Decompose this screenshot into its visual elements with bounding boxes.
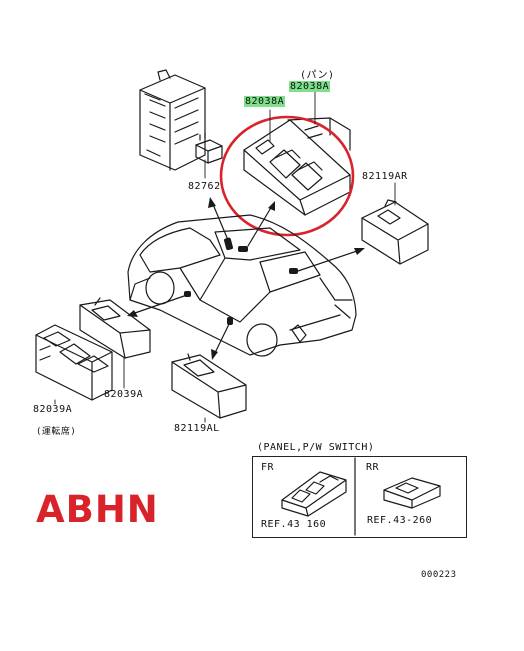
panel-label-fr: FR bbox=[261, 462, 275, 473]
connector-mark-4 bbox=[184, 291, 191, 297]
ref-rr: REF.43-260 bbox=[367, 515, 433, 526]
label-82039a-left: 82039A bbox=[33, 404, 73, 415]
label-82039a-note: (運転席) bbox=[36, 427, 77, 437]
connector-mark-2 bbox=[238, 246, 248, 252]
car-outline bbox=[127, 214, 357, 357]
panel-fr-switch bbox=[281, 471, 347, 517]
ref-fr: REF.43 160 bbox=[261, 519, 327, 530]
label-pan-note: (パン) bbox=[300, 70, 335, 81]
switch-82119al bbox=[171, 353, 247, 419]
switch-82039a-right bbox=[79, 297, 151, 359]
junction-block bbox=[139, 69, 206, 171]
arrowhead-82039a bbox=[127, 310, 138, 317]
arrowhead-relay bbox=[208, 197, 216, 208]
variant-code: ABHN bbox=[36, 488, 159, 531]
highlight-circle bbox=[219, 115, 355, 237]
arrowhead-82119ar bbox=[354, 248, 365, 255]
switch-82119ar bbox=[361, 199, 429, 265]
figure-number: 000223 bbox=[421, 570, 457, 580]
label-82119ar: 82119AR bbox=[362, 171, 408, 182]
connector-mark-3 bbox=[289, 268, 298, 274]
panel-title: (PANEL,P/W SWITCH) bbox=[257, 442, 375, 453]
label-82038a-lower: 82038A bbox=[244, 96, 286, 107]
arrowhead-main-switch bbox=[268, 201, 275, 211]
switch-82039a-left bbox=[35, 324, 113, 401]
main-window-switch bbox=[243, 117, 351, 216]
panel-label-rr: RR bbox=[366, 462, 380, 473]
label-82762: 82762 bbox=[188, 181, 221, 192]
leader-lines bbox=[54, 91, 396, 423]
arrowhead-82119al bbox=[211, 349, 218, 360]
label-82119al: 82119AL bbox=[174, 423, 220, 434]
arrows bbox=[131, 201, 361, 356]
relay-82762 bbox=[195, 132, 223, 164]
connector-mark-1 bbox=[223, 237, 233, 251]
panel-inset bbox=[252, 456, 467, 538]
panel-rr-switch bbox=[383, 477, 441, 509]
label-82039a-right: 82039A bbox=[104, 389, 144, 400]
connector-mark-5 bbox=[227, 317, 233, 325]
label-82038a-upper: 82038A bbox=[289, 81, 331, 92]
